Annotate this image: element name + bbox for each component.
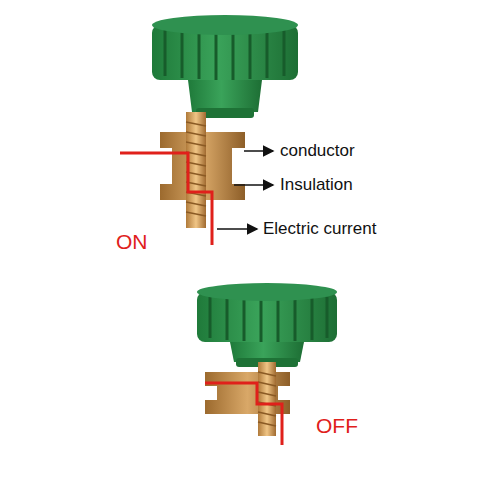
part-label: Electric current bbox=[263, 219, 376, 239]
state-label: OFF bbox=[316, 414, 358, 438]
leader-lines bbox=[217, 151, 273, 229]
state-label: ON bbox=[116, 230, 148, 254]
part-label: Insulation bbox=[280, 175, 353, 195]
part-label: conductor bbox=[280, 141, 355, 161]
on-switch bbox=[120, 15, 298, 245]
